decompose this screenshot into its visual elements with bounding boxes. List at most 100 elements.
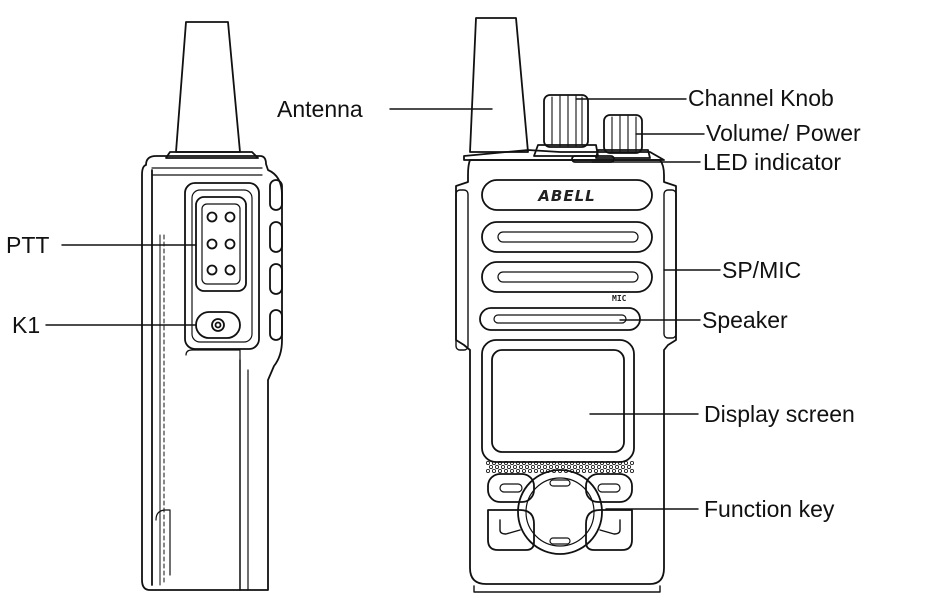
ptt-panel [184,182,260,350]
function-keys [487,469,633,555]
grille-dot [485,468,490,473]
grille-dot [500,464,505,469]
side-antenna [175,21,241,153]
grille-dot [534,468,539,473]
grille-dot [621,464,626,469]
grille-dot [618,468,623,473]
grille-dot [540,468,545,473]
grille-dot [624,460,629,465]
grille-dot [516,468,521,473]
grille-dot [558,460,563,465]
grille-dot [506,464,511,469]
side-body [141,155,283,591]
grille-dot [576,468,581,473]
grille-dot [573,464,578,469]
grille-dot [516,460,521,465]
grille-dot [630,460,635,465]
channel-knob [533,94,599,157]
grille-dot [497,468,502,473]
grille-dot [630,468,635,473]
led-light [571,155,615,163]
grille-dot [588,460,593,465]
label-sp-mic: SP/MIC [722,257,802,283]
front-view-radio: ABELL MIC [455,17,677,593]
grille-dot [609,464,614,469]
grille-dot [494,464,499,469]
front-body [455,159,677,585]
speaker-slot [479,307,641,331]
grille-dot [522,468,527,473]
grille-dot [513,464,518,469]
grille-dot [582,460,587,465]
label-function-key: Function key [704,496,835,522]
label-channel-knob: Channel Knob [688,85,834,111]
side-view-radio [141,21,283,591]
grille-dot [567,464,572,469]
display-screen [491,349,625,453]
brand-logo: ABELL [537,187,595,205]
grille-dot [503,468,508,473]
grille-dot [555,464,560,469]
grille-dot [624,468,629,473]
grille-dot [549,464,554,469]
grille-dot [591,464,596,469]
grille-dot [552,460,557,465]
grille-dot [600,468,605,473]
grille-dot [509,468,514,473]
display-frame [481,339,635,463]
grille-dot [612,460,617,465]
grille-dot [534,460,539,465]
grille-dot [546,460,551,465]
grille-dot [528,468,533,473]
grille-dot [509,460,514,465]
grille-dot [627,464,632,469]
grille-dot [491,460,496,465]
grille-dot [564,460,569,465]
mic-mark: MIC [612,294,627,303]
label-speaker: Speaker [702,307,788,333]
front-antenna [469,17,529,153]
label-ptt: PTT [6,232,50,258]
grille-dot [579,464,584,469]
grille-dot [612,468,617,473]
grille-dot [540,460,545,465]
grille-dot [488,464,493,469]
grille-dot [525,464,530,469]
dot-grid [485,460,635,473]
grille-dot [600,460,605,465]
grille-dot [531,464,536,469]
leader-lines [45,98,721,510]
grille-dot [585,464,590,469]
grille-dot [491,468,496,473]
grille-dot [503,460,508,465]
grille-dot [497,460,502,465]
grille-dot [582,468,587,473]
grille-dot [618,460,623,465]
grille-dot [597,464,602,469]
grille-dot [603,464,608,469]
grille-dot [570,460,575,465]
grille-dot [576,460,581,465]
grille-dot [522,460,527,465]
label-volume-power: Volume/ Power [706,120,861,146]
label-k1: K1 [12,312,41,338]
ptt-button [195,196,247,292]
grille-dot [528,460,533,465]
label-display-screen: Display screen [704,401,855,427]
grille-dot [537,464,542,469]
k1-button [195,311,241,339]
grille-dot [594,468,599,473]
grille-dot [588,468,593,473]
grille-dot [606,460,611,465]
grille-dot [561,464,566,469]
label-antenna: Antenna [277,96,363,122]
grille-dot [519,464,524,469]
grille-dot [615,464,620,469]
grille-dot [606,468,611,473]
grille-dot [485,460,490,465]
grille-dot [543,464,548,469]
label-led-indicator: LED indicator [703,149,842,175]
grille-dot [594,460,599,465]
